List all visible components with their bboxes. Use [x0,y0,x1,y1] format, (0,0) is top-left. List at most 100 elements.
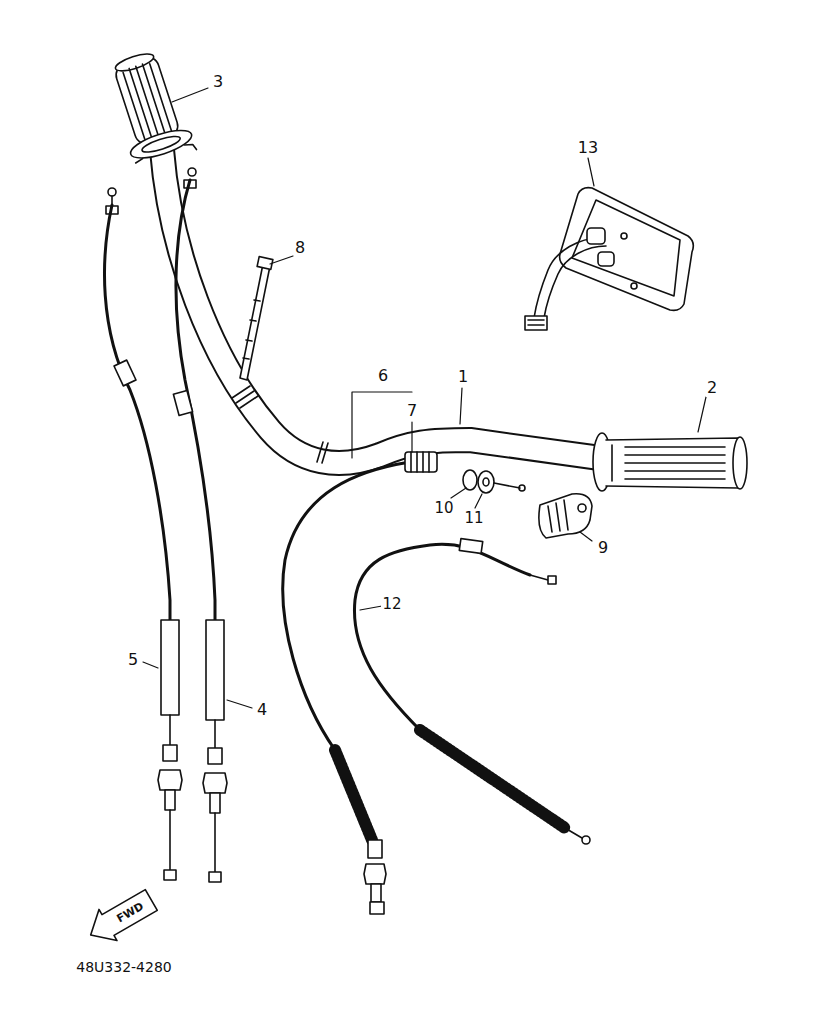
handlebar [162,150,600,463]
throttle-cable-stroke [173,391,192,416]
throttle-cable-stroke [214,720,216,748]
cable-band-stroke [243,300,260,359]
leader-lines-stroke [460,388,462,424]
throttle-cable-stroke [184,180,196,188]
right-grip-stroke [606,438,738,488]
callout-number: 3 [212,73,224,91]
leader-lines-stroke [451,488,466,498]
leader-lines-stroke [172,88,208,102]
callout-number: 12 [381,596,402,613]
clutch-cable-stroke [335,750,372,840]
lever-holder [539,494,592,538]
right-grip-stroke [611,445,613,481]
clutch-cable-stroke [582,836,590,844]
clutch-cable-stroke [420,730,565,828]
clutch-cable [283,452,437,914]
callout-number: 11 [463,510,484,527]
mirror-stroke [534,238,600,318]
left-grip-stroke [128,125,195,164]
clutch-cable-stroke [368,840,382,858]
throttle-cable-stroke [105,205,170,620]
throttle-cable-stroke [206,620,224,720]
left-grip [102,47,196,169]
direction-mark: FWD [114,900,147,926]
throttle-cable-stroke [209,872,221,882]
left-grip-stroke [114,51,156,75]
clutch-cable-stroke [354,544,530,730]
cable-band [240,257,273,380]
right-grip-stroke [625,447,725,479]
throttle-cable-stroke [169,715,171,745]
clutch-cable-stroke [371,884,381,902]
mirror-stroke [560,188,694,311]
clutch-cable-stroke [530,575,548,580]
mirror-stroke [572,200,680,296]
callout-number: 2 [706,379,718,397]
throttle-cable-stroke [169,810,171,870]
lever-holder-stroke [548,500,568,532]
clutch-cable-stroke [405,452,437,472]
adjuster-nuts-stroke [483,478,489,486]
clutch-cable-stroke [548,576,556,584]
lever-holder-stroke [539,494,592,538]
leader-lines-stroke [227,700,252,708]
leader-lines-stroke [352,392,412,458]
throttle-cable-stroke [108,188,116,196]
forward-arrow [82,884,161,950]
clutch-cable-stroke [370,902,384,914]
throttle-cable-stroke [165,790,175,810]
throttle-cable-stroke [111,196,113,205]
throttle-cable-stroke [161,620,179,715]
leader-lines-stroke [475,494,482,508]
adjuster-nuts [463,470,525,493]
throttle-cable-stroke [106,206,118,214]
right-grip-stroke [733,437,747,489]
throttle-cable-stroke [188,168,196,176]
throttle-cable-stroke [203,773,227,793]
right-grip [593,433,747,491]
clutch-cable [354,539,590,844]
throttle-cable-stroke [164,870,176,880]
left-grip-stroke [135,142,196,169]
callout-number: 7 [406,402,418,420]
leader-lines-stroke [698,397,706,432]
callout-number: 6 [377,367,389,385]
leader-lines-stroke [580,532,592,541]
throttle-cable [105,188,182,880]
leader-lines-stroke [411,422,412,452]
clutch-cable-stroke [411,452,429,472]
clutch-cable-stroke [565,828,582,838]
handlebar-stroke [162,150,600,463]
throttle-cable-stroke [214,813,216,872]
callout-number: 9 [597,539,609,557]
cable-band-stroke [240,264,270,380]
callout-number: 4 [256,701,268,719]
throttle-cable-stroke [158,770,182,790]
lever-holder-stroke [578,504,586,512]
adjuster-nuts-stroke [494,483,520,488]
mirror-stroke [631,283,637,289]
leader-lines-stroke [588,158,594,186]
throttle-cable-stroke [208,748,222,764]
left-grip-stroke [122,62,171,141]
leader-lines-stroke [270,256,293,264]
clutch-cable-stroke [459,539,482,554]
callout-number: 5 [127,651,139,669]
leader-lines [143,88,706,708]
drawing-number: 48U332-4280 [75,960,172,975]
throttle-cable [173,168,227,882]
callout-number: 8 [294,239,306,257]
callout-number: 1 [457,368,469,386]
mirror-stroke [621,233,627,239]
handlebar-stroke [162,150,600,463]
mirror-stroke [525,316,547,330]
adjuster-nuts-stroke [519,485,525,491]
handlebar-stroke [232,386,328,463]
throttle-cable-stroke [210,793,220,813]
clutch-cable-stroke [364,864,386,884]
callout-number: 13 [577,139,599,157]
forward-arrow-stroke [82,884,161,950]
